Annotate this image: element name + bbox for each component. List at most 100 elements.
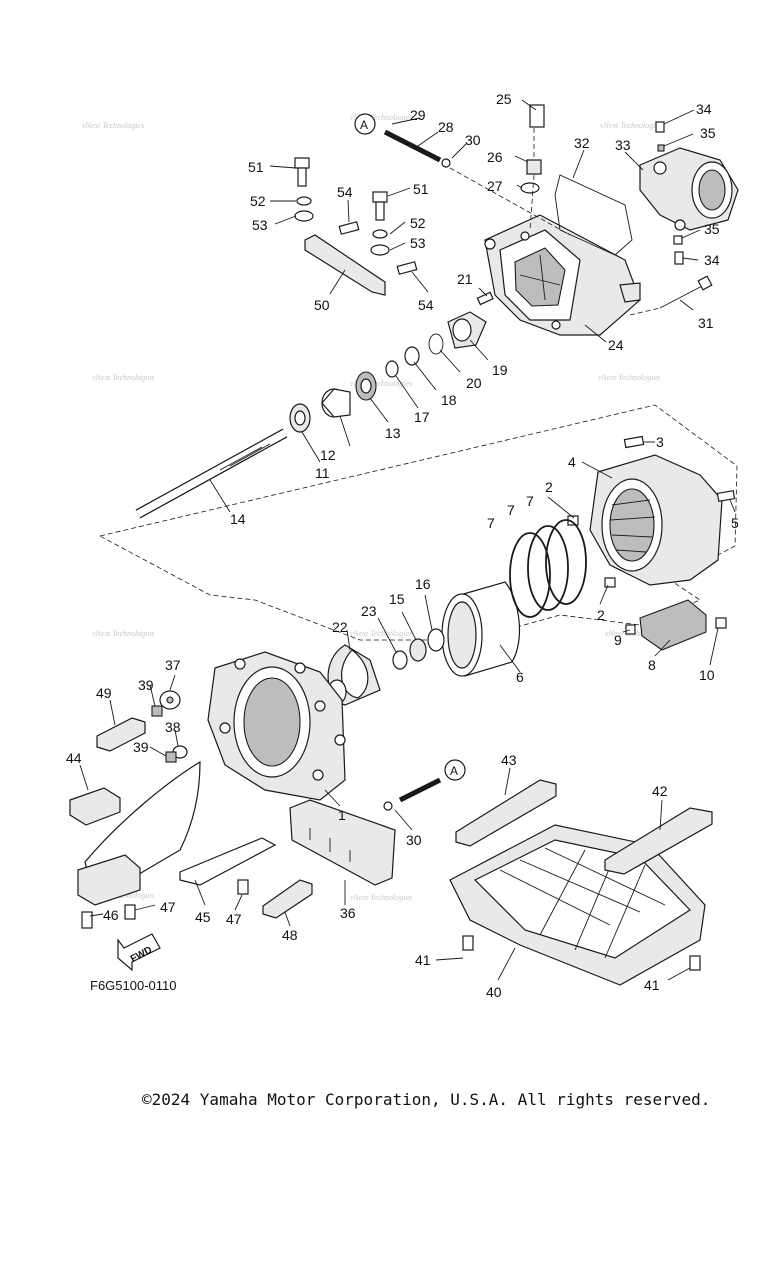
callout-label: 26 (487, 149, 503, 165)
callout-label: 39 (138, 677, 154, 693)
watermark: vNext Technologies (598, 373, 660, 382)
callout-label: 44 (66, 750, 82, 766)
callout-label: 30 (406, 832, 422, 848)
callout-label: 47 (226, 911, 242, 927)
watermark: vNext Technologies (92, 629, 154, 638)
callout-label: 8 (648, 657, 656, 673)
callout-label: 5 (731, 515, 739, 531)
diagram-code: F6G5100-0110 (90, 978, 177, 993)
intake-grate (449, 824, 706, 986)
callout-label: 40 (486, 984, 502, 1000)
callout-label: 6 (516, 669, 524, 685)
callout-label: 21 (457, 271, 473, 287)
intake-housing (207, 651, 346, 801)
watermark: vNext Technologies (92, 373, 154, 382)
callout-label: 2 (597, 607, 605, 623)
pad-48 (262, 879, 313, 919)
callout-label: 16 (415, 576, 431, 592)
callout-label: 45 (195, 909, 211, 925)
callout-label: 43 (501, 752, 517, 768)
bracket-assembly (294, 157, 418, 296)
callout-label: 12 (320, 447, 336, 463)
forward-arrow-icon: FWD (117, 933, 161, 972)
callout-label: 20 (466, 375, 482, 391)
watermark: vNext Technologies (82, 121, 144, 130)
callout-label: 13 (385, 425, 401, 441)
callout-label: 19 (492, 362, 508, 378)
callout-label: 23 (361, 603, 377, 619)
callout-label: 35 (700, 125, 716, 141)
reference-letter: A (450, 764, 458, 778)
impeller-housing (567, 435, 736, 588)
pad-42 (604, 807, 713, 875)
ride-plate (77, 760, 277, 906)
pad-43 (455, 779, 557, 847)
nozzle-gasket (554, 174, 633, 256)
watermark: vNext Technologies (350, 893, 412, 902)
callout-label: 37 (165, 657, 181, 673)
cover-plate (625, 599, 727, 651)
bearing-set (289, 291, 494, 433)
callout-label: 35 (704, 221, 720, 237)
leader-lines (79, 99, 736, 981)
callout-label: 10 (699, 667, 715, 683)
watermark: vNext Technologies (600, 121, 662, 130)
callout-label: 18 (441, 392, 457, 408)
callout-label: 4 (568, 454, 576, 470)
callout-label: 3 (656, 434, 664, 450)
washers (151, 690, 188, 763)
long-bolt (629, 275, 713, 316)
callout-label: 25 (496, 91, 512, 107)
callout-label: 34 (696, 101, 712, 117)
callout-label: 46 (103, 907, 119, 923)
callout-label: 51 (413, 181, 429, 197)
copyright-notice: ©2024 Yamaha Motor Corporation, U.S.A. A… (142, 1090, 711, 1109)
callout-label: 34 (704, 252, 720, 268)
callout-numbers: 1 2 2 3 4 5 6 7 7 7 8 9 10 11 12 13 14 1… (66, 91, 739, 1000)
callout-label: 41 (644, 977, 660, 993)
small-bolts (81, 879, 249, 929)
callout-label: 36 (340, 905, 356, 921)
callout-label: 47 (160, 899, 176, 915)
watermark: vNext Technologies (350, 379, 412, 388)
intake-grate-strip (289, 799, 396, 886)
o-rings (509, 519, 587, 618)
watermark: vNext Technologies (605, 629, 667, 638)
callout-label: 51 (248, 159, 264, 175)
callout-label: 52 (410, 215, 426, 231)
reference-letter: A (360, 118, 368, 132)
callout-label: 49 (96, 685, 112, 701)
exploded-parts-diagram: vNext Technologies vNext Technologies vN… (66, 91, 739, 1000)
watermark: vNext Technologies (350, 113, 412, 122)
hose-fittings (520, 104, 545, 231)
callout-label: 41 (415, 952, 431, 968)
callout-label: 31 (698, 315, 714, 331)
watermark: vNext Technologies (350, 629, 412, 638)
callout-label: 1 (338, 807, 346, 823)
callout-label: 53 (410, 235, 426, 251)
callout-label: 32 (574, 135, 590, 151)
callout-label: 53 (252, 217, 268, 233)
callout-label: 54 (337, 184, 353, 200)
callout-label: 39 (133, 739, 149, 755)
callout-label: 15 (389, 591, 405, 607)
callout-label: 14 (230, 511, 246, 527)
wear-ring (441, 581, 521, 677)
callout-label: 17 (414, 409, 430, 425)
reference-marker-a-lower: A (383, 759, 466, 811)
jet-pump-nozzle-body (484, 214, 641, 336)
impeller-spacers (392, 628, 445, 670)
callout-label: 2 (545, 479, 553, 495)
callout-label: 7 (526, 493, 534, 509)
callout-label: 52 (250, 193, 266, 209)
callout-label: 22 (332, 619, 348, 635)
steering-nozzle (639, 147, 739, 231)
group-outline (98, 404, 738, 641)
callout-label: 48 (282, 927, 298, 943)
callout-label: 27 (487, 178, 503, 194)
callout-label: 50 (314, 297, 330, 313)
callout-label: 33 (615, 137, 631, 153)
callout-label: 24 (608, 337, 624, 353)
callout-label: 54 (418, 297, 434, 313)
